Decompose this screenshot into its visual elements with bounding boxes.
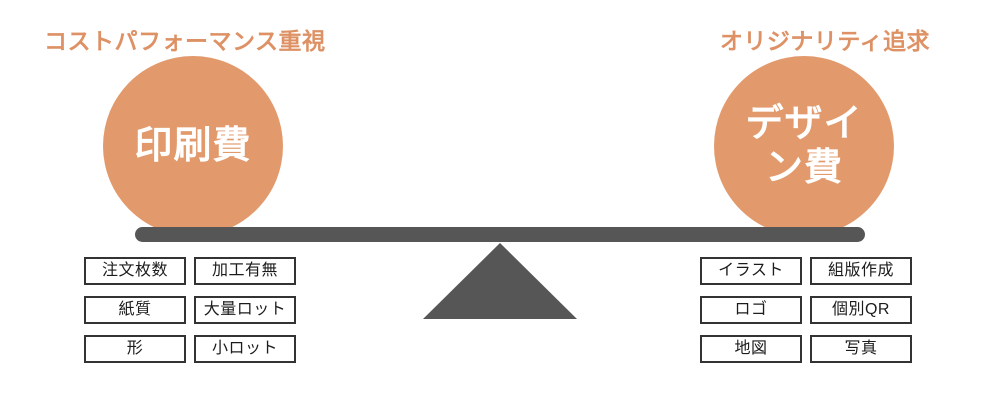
tag-item: ロゴ <box>700 296 802 324</box>
tag-item: 小ロット <box>194 335 296 363</box>
seesaw-beam <box>135 227 865 242</box>
seesaw-fulcrum-triangle <box>423 243 577 319</box>
right-factor-tag-grid: イラスト 組版作成 ロゴ 個別QR 地図 写真 <box>700 257 912 363</box>
left-factor-tag-grid: 注文枚数 加工有無 紙質 大量ロット 形 小ロット <box>84 257 296 363</box>
tag-item: 大量ロット <box>194 296 296 324</box>
right-cost-circle: デザイン費 <box>714 56 894 236</box>
right-cost-circle-label: デザイン費 <box>745 103 863 189</box>
tag-item: 形 <box>84 335 186 363</box>
left-heading: コストパフォーマンス重視 <box>44 28 326 54</box>
tag-item: 地図 <box>700 335 802 363</box>
tag-item: 組版作成 <box>810 257 912 285</box>
tag-item: 紙質 <box>84 296 186 324</box>
tag-item: 個別QR <box>810 296 912 324</box>
tag-item: 注文枚数 <box>84 257 186 285</box>
left-cost-circle-label: 印刷費 <box>134 125 252 167</box>
tag-item: 写真 <box>810 335 912 363</box>
tag-item: イラスト <box>700 257 802 285</box>
left-cost-circle: 印刷費 <box>103 56 283 236</box>
tag-item: 加工有無 <box>194 257 296 285</box>
right-heading: オリジナリティ追求 <box>719 28 930 54</box>
